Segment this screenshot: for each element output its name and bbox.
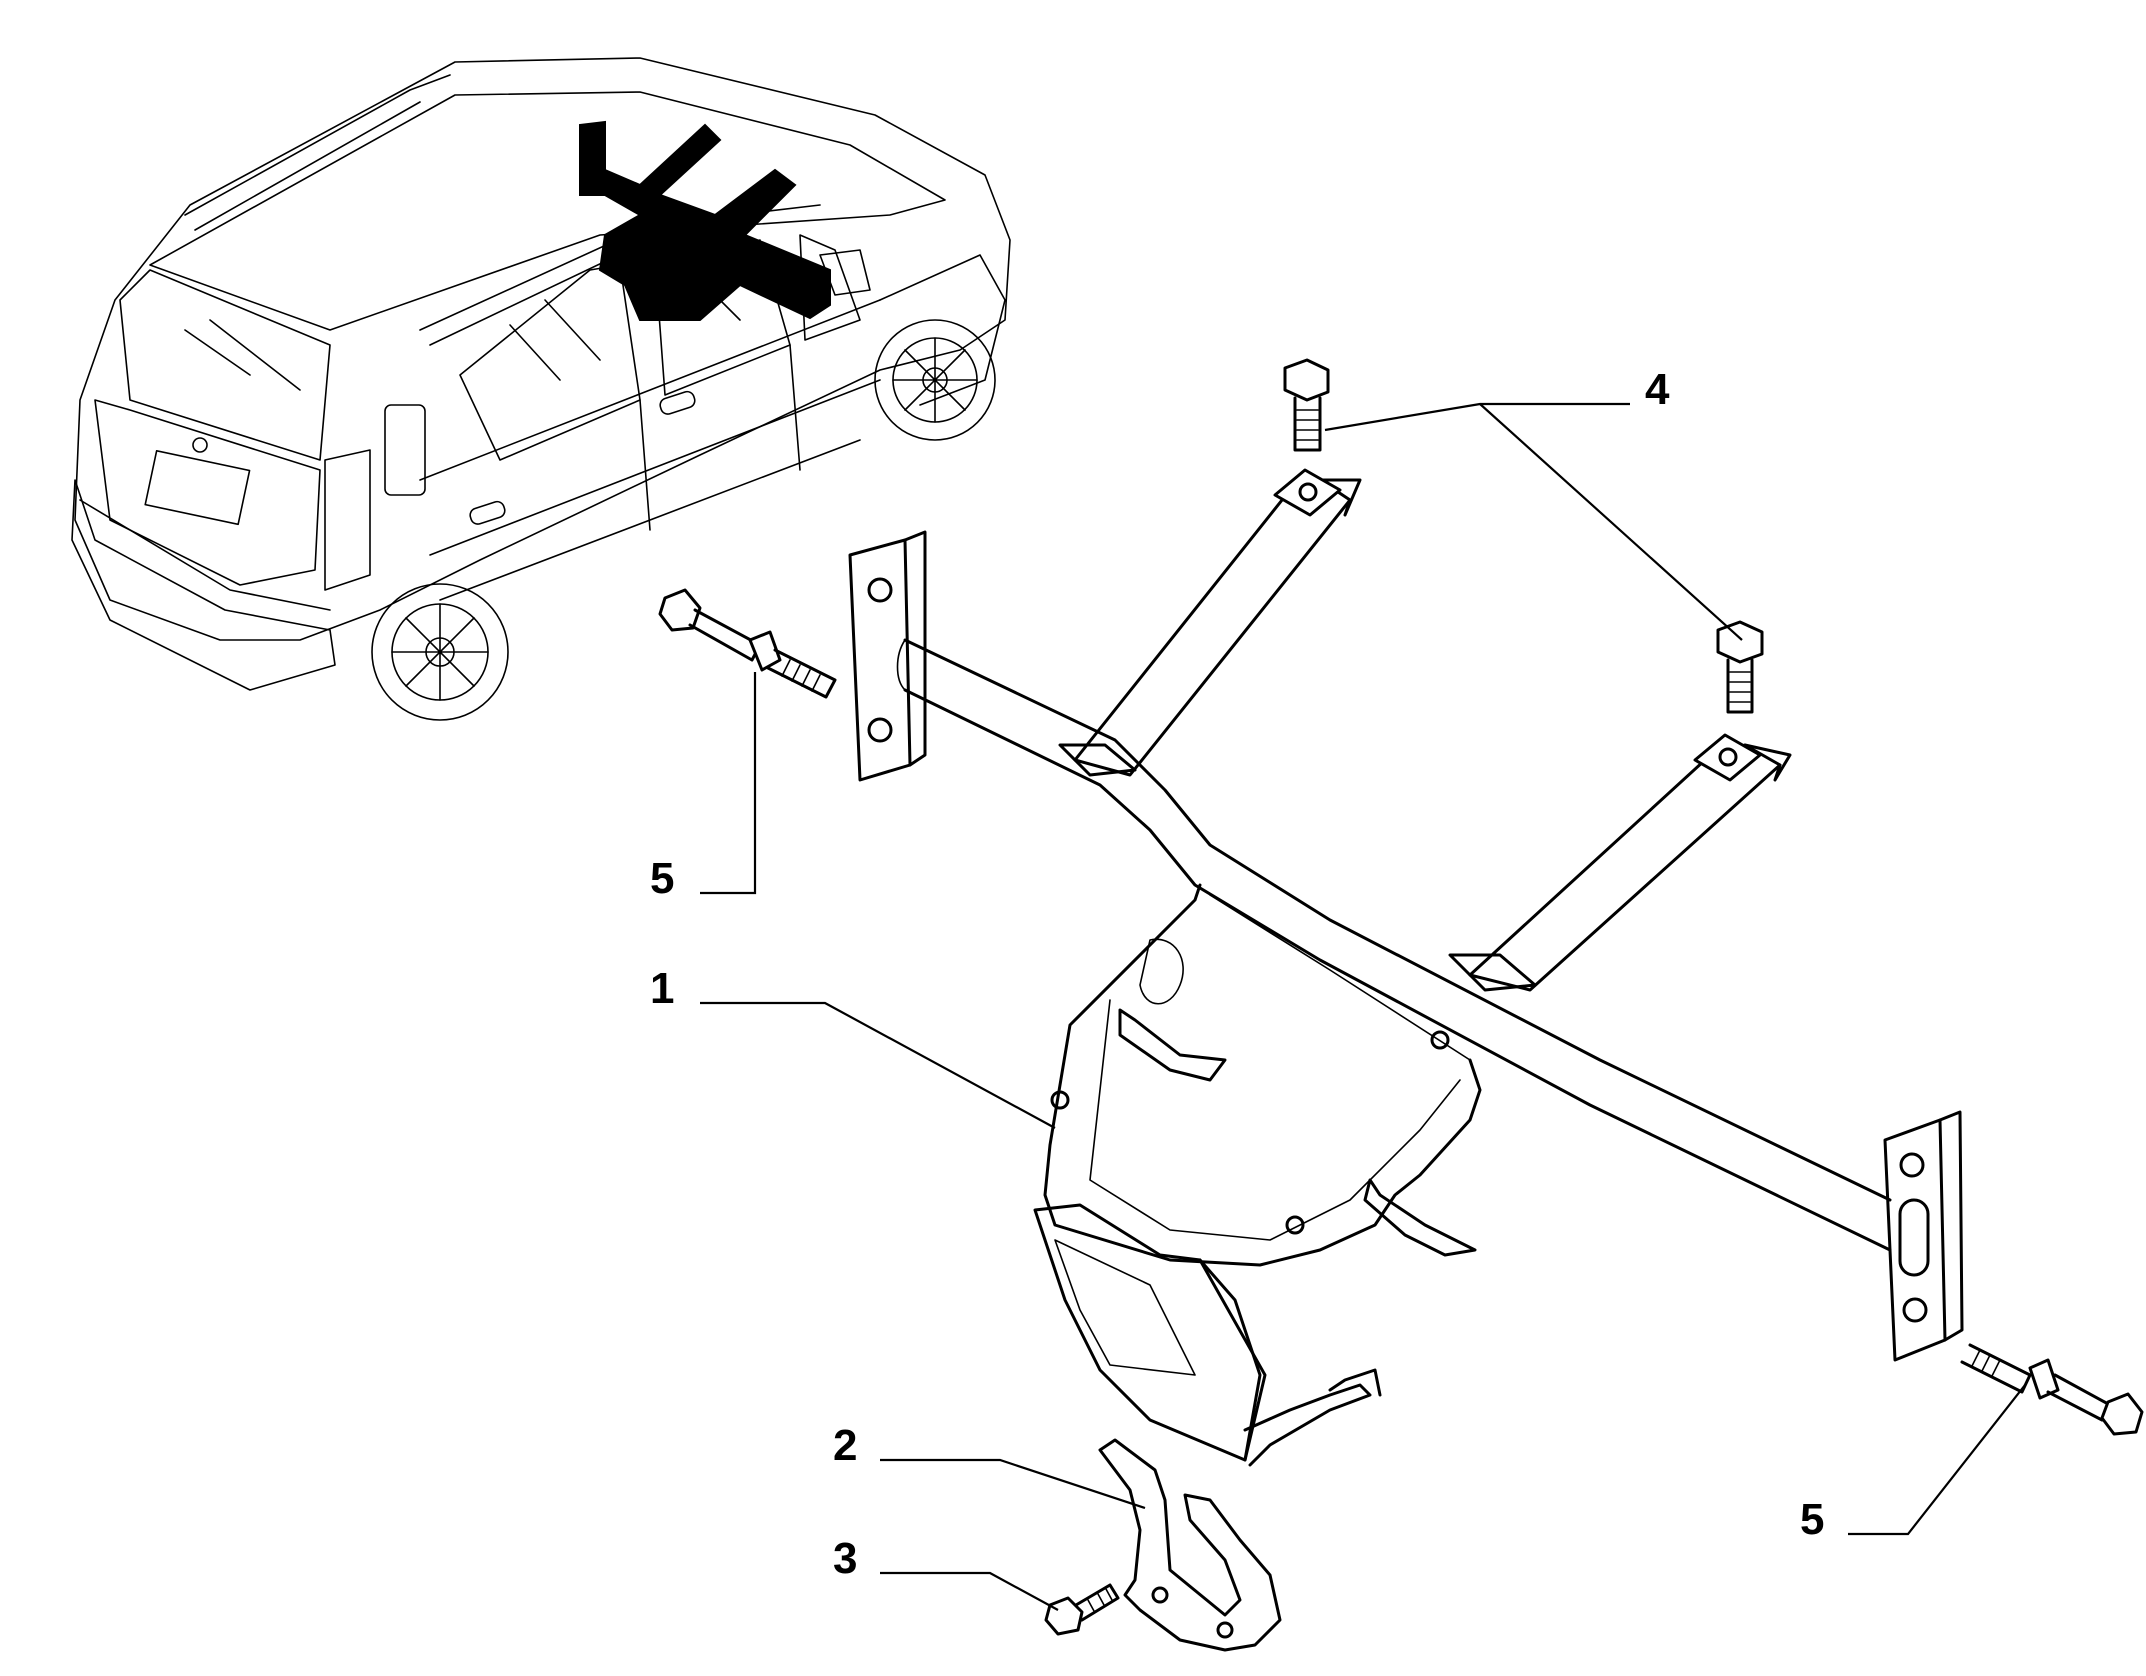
leader-lines <box>700 402 2026 1611</box>
tow-bar-assembly-icon <box>579 120 831 321</box>
callout-2: 2 <box>833 1421 857 1470</box>
callout-1: 1 <box>650 964 674 1013</box>
leader-4-lower <box>1479 403 1743 641</box>
bolt-icon <box>658 358 2144 1636</box>
tow-bar-main-assembly <box>848 468 1964 1467</box>
callout-labels: 4 5 1 2 3 5 <box>650 365 1824 1583</box>
leader-5-right <box>1848 1384 2026 1536</box>
callout-3: 3 <box>833 1534 857 1583</box>
leader-3 <box>880 1571 1059 1611</box>
callout-4: 4 <box>1645 365 1670 414</box>
leader-5-left <box>700 672 757 895</box>
bracket-icon <box>1098 1438 1282 1652</box>
leader-2 <box>880 1458 1146 1510</box>
callout-5-right: 5 <box>1800 1495 1824 1544</box>
leader-4 <box>1324 402 1630 432</box>
callout-5-left: 5 <box>650 854 674 903</box>
car-rear-three-quarter-icon <box>71 57 1011 721</box>
leader-1 <box>700 1001 1056 1129</box>
